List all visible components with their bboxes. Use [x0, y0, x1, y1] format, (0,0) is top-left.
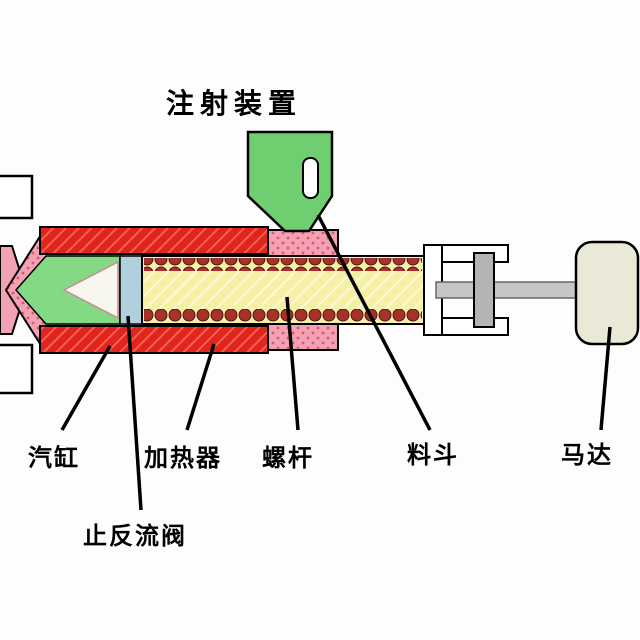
- label-hopper: 料斗: [407, 442, 459, 469]
- label-motor: 马达: [561, 442, 613, 469]
- drive-shaft: [435, 281, 581, 299]
- label-heater: 加热器: [144, 445, 222, 472]
- screw-flights-bottom: [144, 309, 422, 322]
- heater-leader-line: [185, 343, 216, 431]
- screw-flights-top: [144, 258, 422, 271]
- motor-leader-line: [599, 326, 612, 431]
- cylinder-leader-line: [60, 345, 112, 431]
- label-cylinder: 汽缸: [28, 445, 80, 472]
- screw-leader-line: [285, 296, 300, 431]
- coupling-plate-right: [473, 252, 495, 328]
- hopper-shape: [246, 130, 334, 233]
- clamp-block-top: [0, 174, 34, 220]
- heater-band-top: [39, 226, 269, 255]
- hopper-leader-line: [316, 214, 432, 431]
- hopper-slot: [302, 157, 319, 199]
- label-check-valve: 止反流阀: [83, 523, 187, 550]
- check-valve-leader-line: [126, 315, 143, 511]
- check-valve-shape: [119, 255, 143, 325]
- diagram-title: 注射装置: [166, 88, 303, 119]
- screw-tip: [62, 260, 119, 320]
- heater-band-bottom: [39, 325, 269, 354]
- clamp-block-bottom: [0, 343, 34, 395]
- label-screw: 螺杆: [262, 445, 314, 472]
- motor-shape: [574, 240, 640, 346]
